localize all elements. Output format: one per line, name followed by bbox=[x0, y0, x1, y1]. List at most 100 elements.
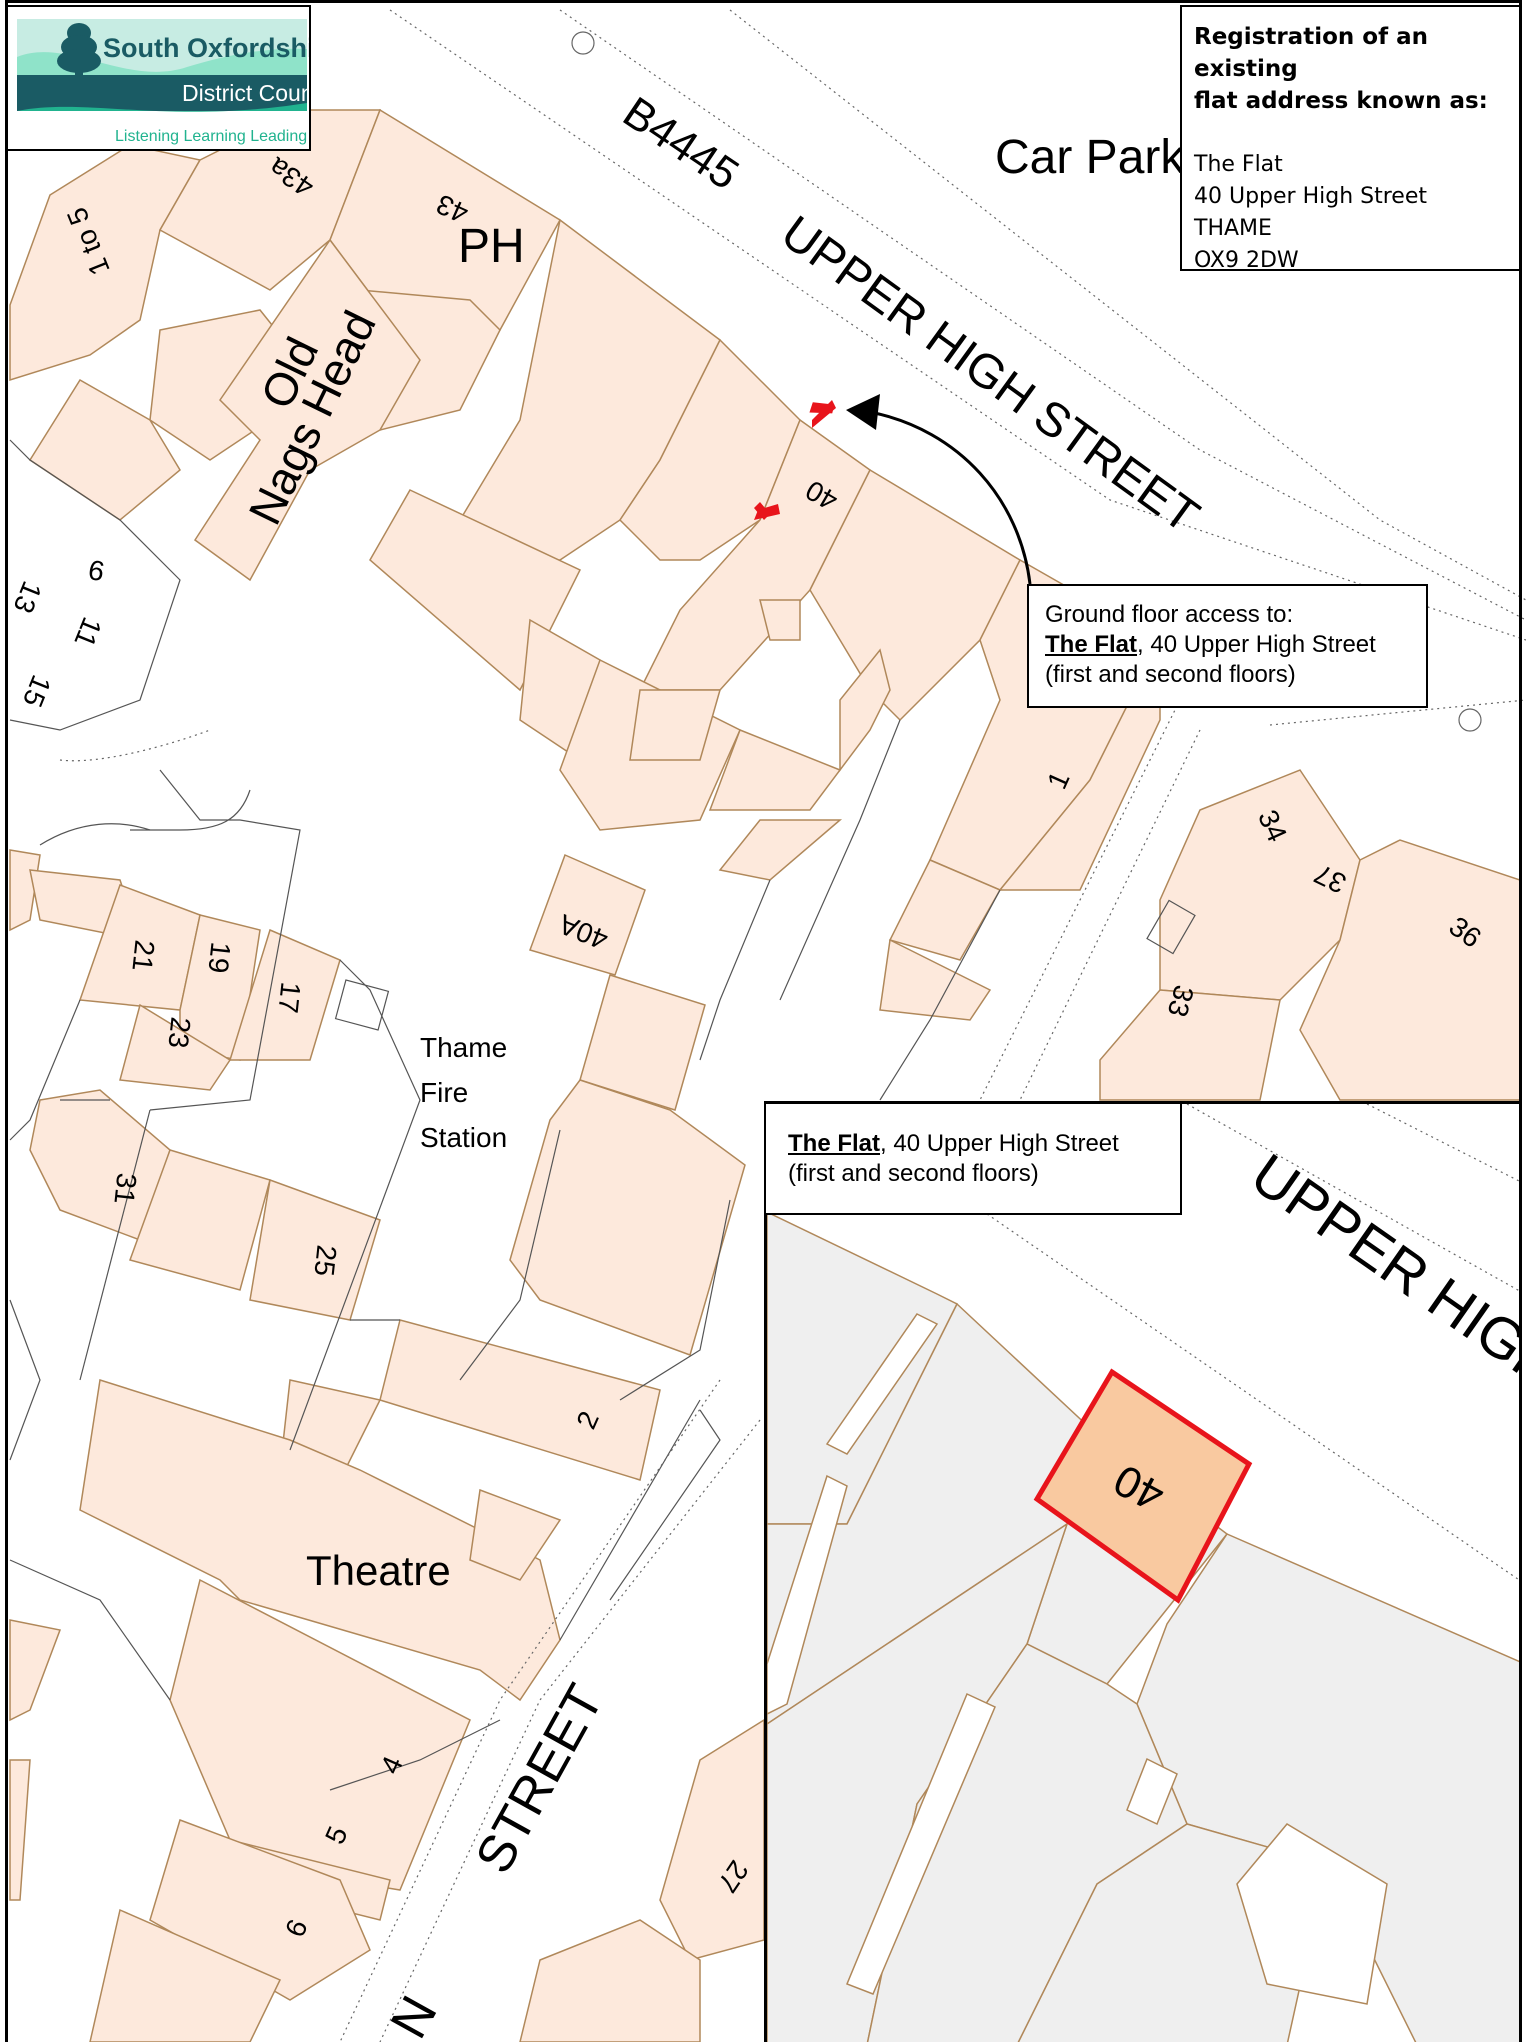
address-line: THAME bbox=[1194, 216, 1272, 241]
house-number: 19 bbox=[202, 940, 236, 974]
house-number: 23 bbox=[162, 1015, 196, 1049]
house-number: 13 bbox=[8, 577, 48, 618]
building bbox=[469, 1488, 562, 1581]
road-number-label: B4445 bbox=[614, 88, 747, 200]
street-edge bbox=[379, 1419, 761, 2042]
building bbox=[579, 974, 706, 1111]
entrance-marker-icon bbox=[754, 502, 770, 520]
highlighted-flat[interactable] bbox=[1033, 1368, 1253, 1604]
inset-map-graphic: 40 UPPER HIGH bbox=[767, 1104, 1522, 2042]
building bbox=[659, 1718, 765, 1961]
inset-label-line1: The Flat, 40 Upper High Street bbox=[788, 1129, 1164, 1159]
street-edge bbox=[559, 9, 1526, 621]
inset-street-edge bbox=[986, 1213, 1522, 1583]
flat-name: The Flat bbox=[1045, 631, 1138, 658]
inset-void bbox=[1126, 1757, 1178, 1826]
parcel bbox=[130, 789, 251, 831]
building bbox=[629, 689, 721, 761]
building bbox=[519, 1919, 701, 2042]
parcel bbox=[699, 879, 771, 1061]
fire-station-label-line2: Fire bbox=[420, 1077, 468, 1108]
building bbox=[529, 853, 646, 976]
street-feature bbox=[1458, 708, 1482, 732]
parcel bbox=[289, 959, 421, 1451]
logo-band bbox=[17, 75, 307, 111]
building bbox=[759, 599, 801, 641]
building bbox=[718, 819, 843, 881]
parcel bbox=[619, 1199, 731, 1401]
building bbox=[1099, 989, 1281, 1101]
arrow-head-icon bbox=[846, 394, 880, 430]
inset-map: 40 UPPER HIGH bbox=[764, 1101, 1522, 2042]
parcel bbox=[39, 823, 151, 846]
access-arrow-line bbox=[869, 410, 1032, 585]
registration-heading-line2: flat address known as: bbox=[1194, 88, 1488, 114]
inset-void bbox=[1236, 1823, 1388, 2005]
street-tail-label: N bbox=[380, 1987, 449, 2042]
street-feature bbox=[571, 31, 595, 55]
entrance-marker-icon bbox=[809, 402, 835, 414]
inset-street-edge bbox=[1186, 1104, 1522, 1294]
building bbox=[1299, 839, 1521, 1101]
street-edge bbox=[1269, 699, 1526, 726]
parcel bbox=[9, 999, 81, 1141]
tree-icon bbox=[57, 23, 101, 83]
street-label: STREET bbox=[465, 1675, 615, 1883]
inset-street-label: UPPER HIGH bbox=[1240, 1141, 1522, 1401]
car-park-label: Car Park bbox=[995, 131, 1185, 184]
inset-void bbox=[825, 1313, 939, 1455]
registration-panel: Registration of an existing flat address… bbox=[1180, 5, 1522, 273]
house-number: 21 bbox=[126, 938, 160, 972]
access-note-line3: (first and second floors) bbox=[1045, 661, 1296, 688]
building bbox=[379, 1319, 661, 1481]
building bbox=[509, 1079, 746, 1356]
parcel bbox=[329, 1719, 501, 1791]
parcel bbox=[879, 889, 1001, 1101]
inset-voids bbox=[767, 1313, 1388, 2005]
buildings bbox=[9, 108, 1521, 2042]
house-number: 31 bbox=[108, 1171, 142, 1205]
house-number: 11 bbox=[68, 613, 108, 652]
inset-street-edges bbox=[986, 1104, 1522, 1583]
parcel bbox=[459, 1129, 561, 1381]
street-edge bbox=[729, 9, 1526, 601]
parcel bbox=[149, 769, 301, 1111]
house-number: 25 bbox=[308, 1243, 342, 1277]
building bbox=[129, 1149, 271, 1291]
building bbox=[879, 938, 992, 1021]
building bbox=[9, 1619, 62, 1722]
access-note-line1: Ground floor access to: bbox=[1045, 601, 1294, 628]
street-edge bbox=[389, 9, 1526, 641]
building bbox=[89, 1908, 282, 2042]
parcel bbox=[9, 1559, 171, 1701]
parcel-outlines bbox=[9, 439, 1196, 1791]
parcel bbox=[1146, 899, 1196, 955]
parcel bbox=[79, 1109, 151, 1381]
building bbox=[888, 859, 1002, 961]
flat-name: The Flat bbox=[788, 1130, 881, 1157]
parcel bbox=[9, 439, 181, 731]
access-note-address: , 40 Upper High Street bbox=[1137, 631, 1376, 658]
inset-label-address: , 40 Upper High Street bbox=[880, 1130, 1119, 1157]
inset-label-line2: (first and second floors) bbox=[788, 1160, 1039, 1187]
house-number: 17 bbox=[272, 980, 306, 1014]
access-note: Ground floor access to: The Flat, 40 Upp… bbox=[1027, 584, 1428, 708]
building bbox=[193, 238, 421, 582]
logo-line2: District Council bbox=[182, 80, 309, 106]
inset-street-edge bbox=[1366, 1104, 1522, 1184]
building bbox=[79, 1379, 561, 1702]
parcel bbox=[559, 1399, 701, 1641]
parcel bbox=[334, 979, 390, 1031]
house-number: 15 bbox=[17, 671, 57, 712]
fire-station-label-line1: Thame bbox=[420, 1032, 507, 1063]
building bbox=[9, 1759, 31, 1901]
access-note-line2: The Flat, 40 Upper High Street bbox=[1045, 630, 1412, 660]
building bbox=[228, 928, 341, 1061]
street-edge bbox=[59, 729, 211, 762]
council-logo: South Oxfordshire District Council Liste… bbox=[5, 5, 340, 151]
inset-void bbox=[846, 1692, 996, 1995]
logo-wave bbox=[17, 103, 307, 112]
house-number: 9 bbox=[86, 554, 107, 587]
